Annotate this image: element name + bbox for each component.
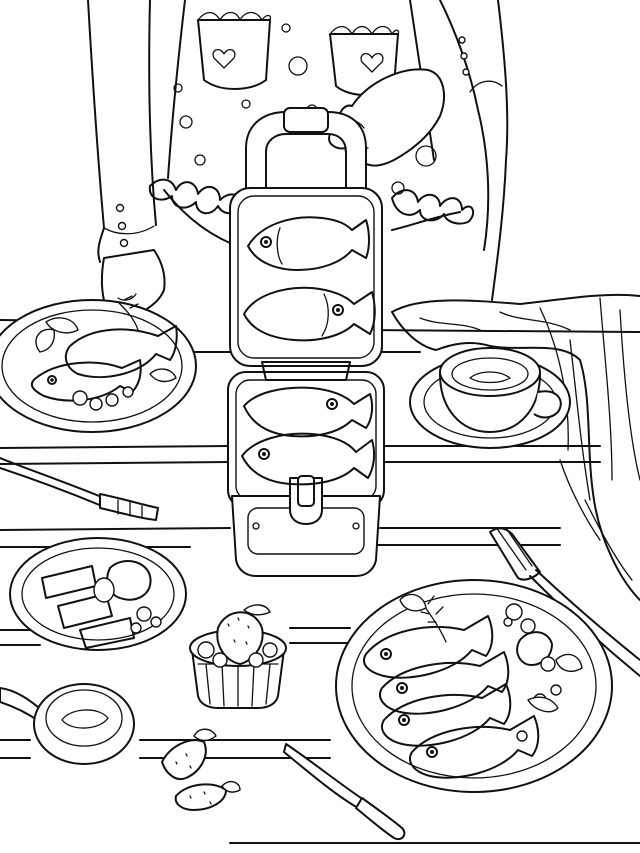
plate-toast-and-fruit <box>9 537 187 651</box>
fish-waffle-maker <box>227 107 385 577</box>
sauce-pan <box>0 683 135 765</box>
coffee-cup-and-saucer <box>409 347 571 449</box>
wooden-table <box>0 319 640 844</box>
person-with-dotted-apron <box>87 0 509 319</box>
berry-ramekin <box>189 604 287 709</box>
plate-left-fish-waffles <box>0 295 197 433</box>
plate-right-fish-waffles <box>335 579 613 793</box>
draped-cloth <box>391 293 640 601</box>
fork-left <box>0 457 159 521</box>
taiyaki-fish-waffles <box>241 216 376 486</box>
knife <box>283 743 406 840</box>
loose-strawberries <box>161 728 241 811</box>
